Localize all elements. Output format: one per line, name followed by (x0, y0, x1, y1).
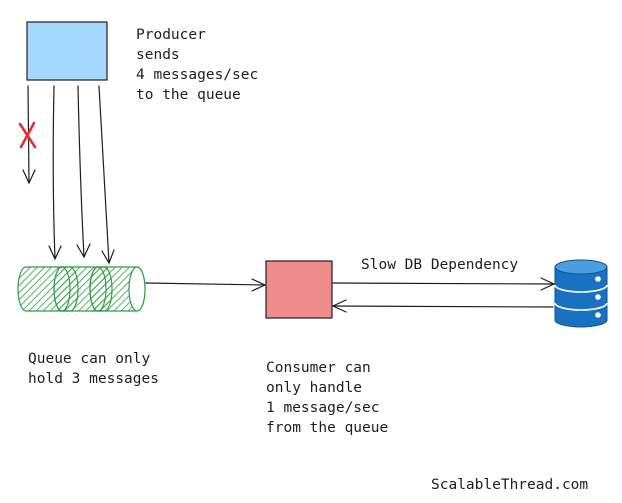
consumer-label-line: Consumer can (266, 360, 371, 376)
producer-arrows (22, 85, 115, 265)
consumer-label-line: 1 message/sec (266, 400, 380, 416)
message-arrow-2 (76, 85, 91, 259)
queue-end-cap (128, 266, 146, 312)
database-icon (554, 259, 608, 328)
x-icon (18, 121, 37, 149)
brand-watermark: ScalableThread.com (431, 477, 589, 493)
queue-label-line: Queue can only (28, 351, 151, 367)
db-to-consumer-arrow (331, 299, 554, 313)
queue-to-consumer-arrow (145, 278, 267, 292)
producer-label: Producer sends 4 messages/sec to the que… (136, 25, 258, 105)
producer-label-line: 4 messages/sec (136, 67, 259, 83)
consumer-box (265, 260, 333, 319)
producer-label-line: sends (136, 47, 180, 63)
consumer-to-db-arrow (331, 277, 556, 291)
message-arrow-1 (48, 85, 62, 261)
producer-box (26, 21, 108, 81)
message-arrow-3 (98, 85, 115, 265)
consumer-label-line: only handle (266, 380, 363, 396)
queue-cylinders (17, 266, 146, 312)
consumer-label-line: from the queue (266, 420, 389, 436)
producer-label-line: to the queue (136, 87, 241, 103)
queue-label-line: hold 3 messages (28, 371, 159, 387)
db-dependency-label: Slow DB Dependency (361, 257, 519, 273)
queue-label: Queue can only hold 3 messages (28, 349, 159, 389)
consumer-label: Consumer can only handle 1 message/sec f… (266, 358, 388, 438)
producer-label-line: Producer (136, 27, 206, 43)
